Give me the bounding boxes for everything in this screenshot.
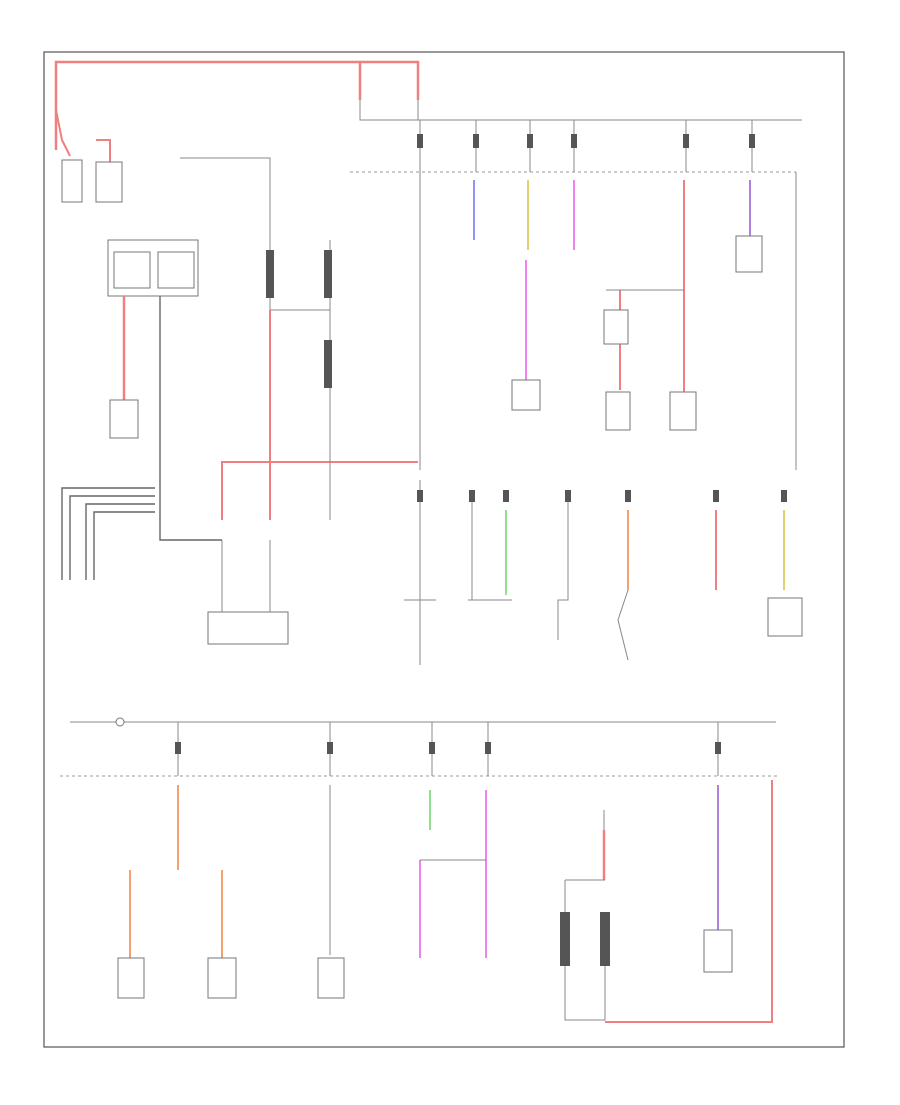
- top-fuse-drops: [417, 120, 755, 172]
- lower-circuits: [117, 780, 773, 1023]
- component-box: [605, 391, 631, 431]
- generator-box: [207, 611, 289, 645]
- battery-feed: [54, 60, 802, 203]
- generator-block: [207, 540, 289, 645]
- component-box: [511, 379, 541, 411]
- component-box: [669, 391, 697, 431]
- middle-circuits: [404, 480, 803, 665]
- starter-relay-box: [95, 161, 123, 203]
- top-circuits: [419, 172, 763, 470]
- left-harness: [61, 487, 155, 580]
- battery-symbol: [61, 159, 83, 203]
- regulator-block: [180, 157, 418, 520]
- left-fuse-module: [107, 239, 222, 541]
- component-box: [735, 235, 763, 273]
- diagram-border: [43, 51, 845, 1048]
- lower-bus: [60, 717, 780, 777]
